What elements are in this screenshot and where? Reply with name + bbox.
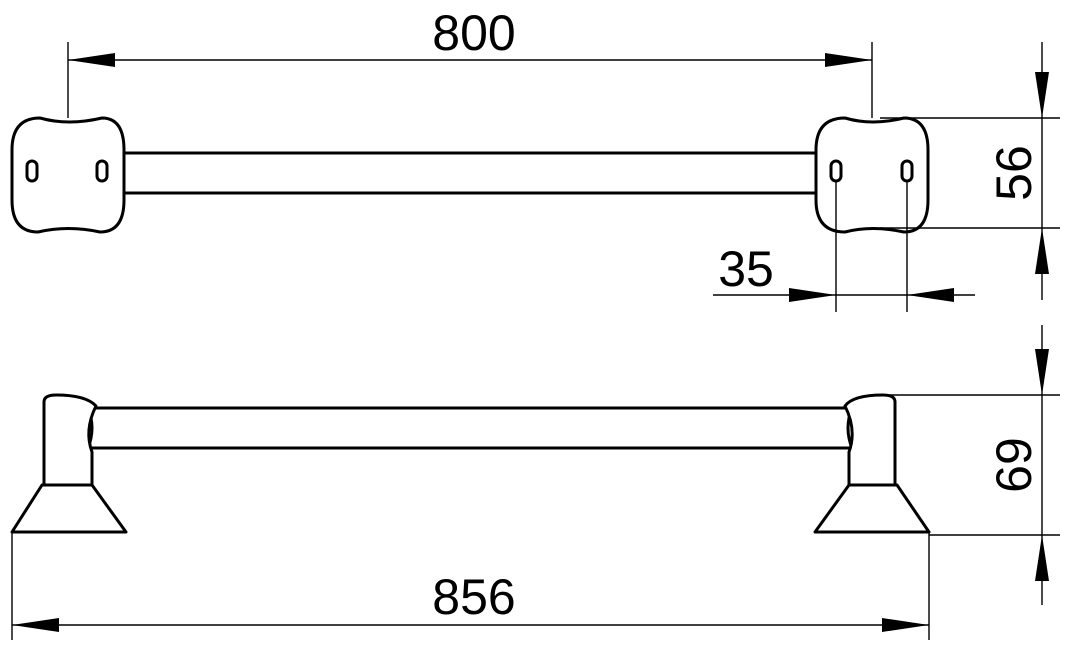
right-post — [843, 393, 897, 487]
right-plate-slot-2 — [900, 159, 914, 183]
side-height-label: 69 — [986, 437, 1042, 493]
side-view-bar — [86, 406, 854, 450]
dimension-plate-height: 56 — [880, 42, 1060, 300]
right-plate-slot-1 — [829, 159, 843, 183]
dimension-hole-spacing: 35 — [713, 181, 975, 312]
right-base — [813, 483, 931, 534]
dimension-side-height: 69 — [870, 325, 1060, 605]
plate-height-label: 56 — [986, 145, 1042, 201]
hole-spacing-label: 35 — [718, 241, 774, 297]
mount-spacing-label: 800 — [432, 5, 515, 61]
top-view-bar — [108, 151, 832, 195]
dimension-overall-length: 856 — [11, 532, 930, 640]
left-post — [42, 393, 98, 487]
top-view — [10, 116, 930, 234]
left-base — [10, 483, 128, 534]
overall-length-label: 856 — [432, 569, 515, 625]
left-mount-plate — [10, 116, 126, 234]
left-plate-slot-2 — [95, 159, 109, 183]
side-view — [10, 393, 931, 534]
left-plate-slot-1 — [25, 159, 39, 183]
dimension-mount-spacing: 800 — [67, 5, 873, 118]
